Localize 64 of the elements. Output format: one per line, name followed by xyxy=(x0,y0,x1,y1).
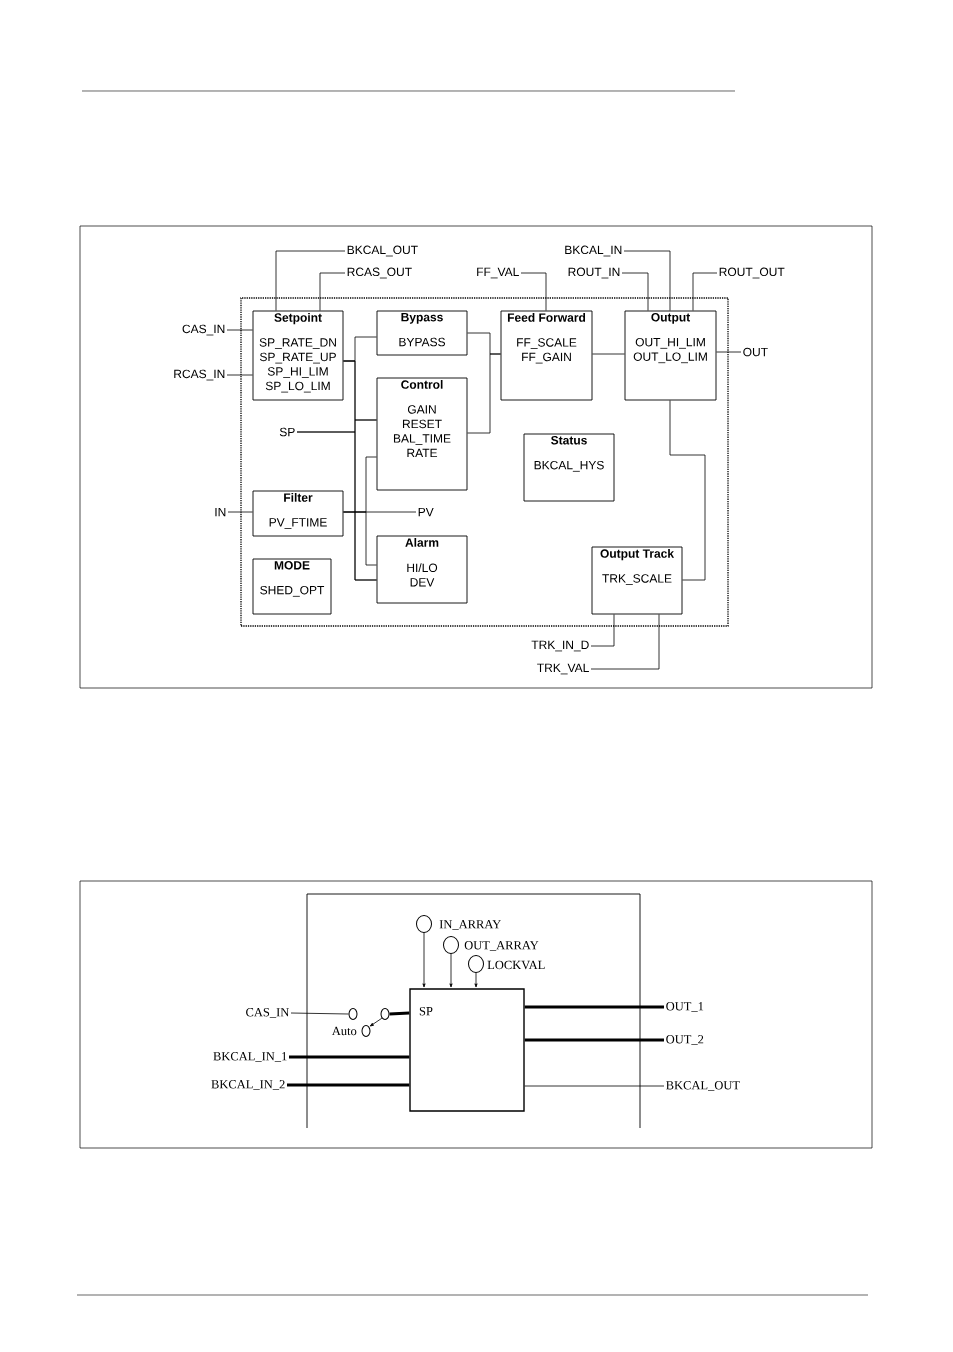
connector-line xyxy=(275,250,346,311)
function-block: Setpoint SP_RATE_DN SP_RATE_UP SP_HI_LIM SP_LO_LIM xyxy=(252,310,344,401)
signal-label: OUT_2 xyxy=(666,1035,704,1045)
signal-label: ROUT_IN xyxy=(568,267,620,279)
function-block: Status BKCAL_HYS xyxy=(523,433,615,502)
arrow xyxy=(474,972,478,988)
connector-line xyxy=(290,1012,349,1015)
connector-line xyxy=(226,329,253,331)
signal-label: FF_VAL xyxy=(477,267,519,279)
signal-label: ROUT_OUT xyxy=(719,267,785,279)
arrow xyxy=(422,932,426,988)
connector-line xyxy=(343,511,377,566)
function-block: Control GAIN RESET BAL_TIME RATE xyxy=(376,377,468,491)
function-block: Feed Forward FF_SCALE FF_GAIN xyxy=(500,310,593,401)
signal-label: OUT xyxy=(743,347,768,357)
connector-line xyxy=(692,272,718,311)
signal-label: BKCAL_OUT xyxy=(666,1081,740,1091)
parameter-label: IN_ARRAY xyxy=(439,920,501,930)
signal-label: BKCAL_IN xyxy=(565,245,622,257)
arrow xyxy=(449,953,453,988)
connector-line xyxy=(623,250,671,311)
signal-label: CAS_IN xyxy=(182,324,225,336)
connector-line xyxy=(467,353,501,434)
signal-label: TRK_IN_D xyxy=(531,640,589,652)
signal-label: IN xyxy=(215,507,226,517)
connector-line xyxy=(296,431,377,581)
connector-line xyxy=(716,351,742,353)
signal-label: OUT_1 xyxy=(666,1002,704,1012)
arrow xyxy=(369,1017,383,1027)
function-block: Filter PV_FTIME xyxy=(252,490,344,537)
connector-line xyxy=(669,400,706,581)
function-block: Output OUT_HI_LIM OUT_LO_LIM xyxy=(624,310,717,401)
connector-line xyxy=(524,1005,664,1009)
connector-line xyxy=(319,272,346,311)
connector-line xyxy=(226,374,253,376)
parameter-label: OUT_ARRAY xyxy=(464,941,539,951)
connector-line xyxy=(590,614,660,670)
function-block: Bypass BYPASS xyxy=(376,310,468,356)
signal-label: BKCAL_IN_1 xyxy=(213,1052,287,1062)
dotted-boundary xyxy=(240,297,729,627)
connector-line xyxy=(590,614,615,647)
function-block: SP xyxy=(409,988,525,1112)
function-block: Alarm HI/LO DEV xyxy=(376,535,468,604)
connector-line xyxy=(389,1011,410,1016)
signal-label: RCAS_IN xyxy=(174,369,225,381)
parameter-label: Auto xyxy=(331,1026,357,1036)
signal-label: RCAS_OUT xyxy=(347,267,412,279)
connector-line xyxy=(287,1083,410,1087)
signal-label: TRK_VAL xyxy=(537,663,589,675)
connector-line xyxy=(289,1055,410,1059)
function-block: MODE SHED_OPT xyxy=(252,558,332,615)
parameter-label: LOCKVAL xyxy=(487,960,545,970)
connector-line xyxy=(524,1085,665,1087)
signal-label: SP xyxy=(279,427,295,437)
connector-line xyxy=(227,511,253,513)
signal-label: CAS_IN xyxy=(246,1008,289,1018)
signal-label: BKCAL_IN_2 xyxy=(211,1080,285,1090)
signal-label: BKCAL_OUT xyxy=(347,245,418,257)
connector-line xyxy=(621,272,649,311)
signal-label: PV xyxy=(418,507,434,517)
function-block: Output Track TRK_SCALE xyxy=(591,546,683,615)
connector-line xyxy=(520,272,547,311)
connector-line xyxy=(524,1038,664,1042)
connector-line xyxy=(592,353,625,355)
